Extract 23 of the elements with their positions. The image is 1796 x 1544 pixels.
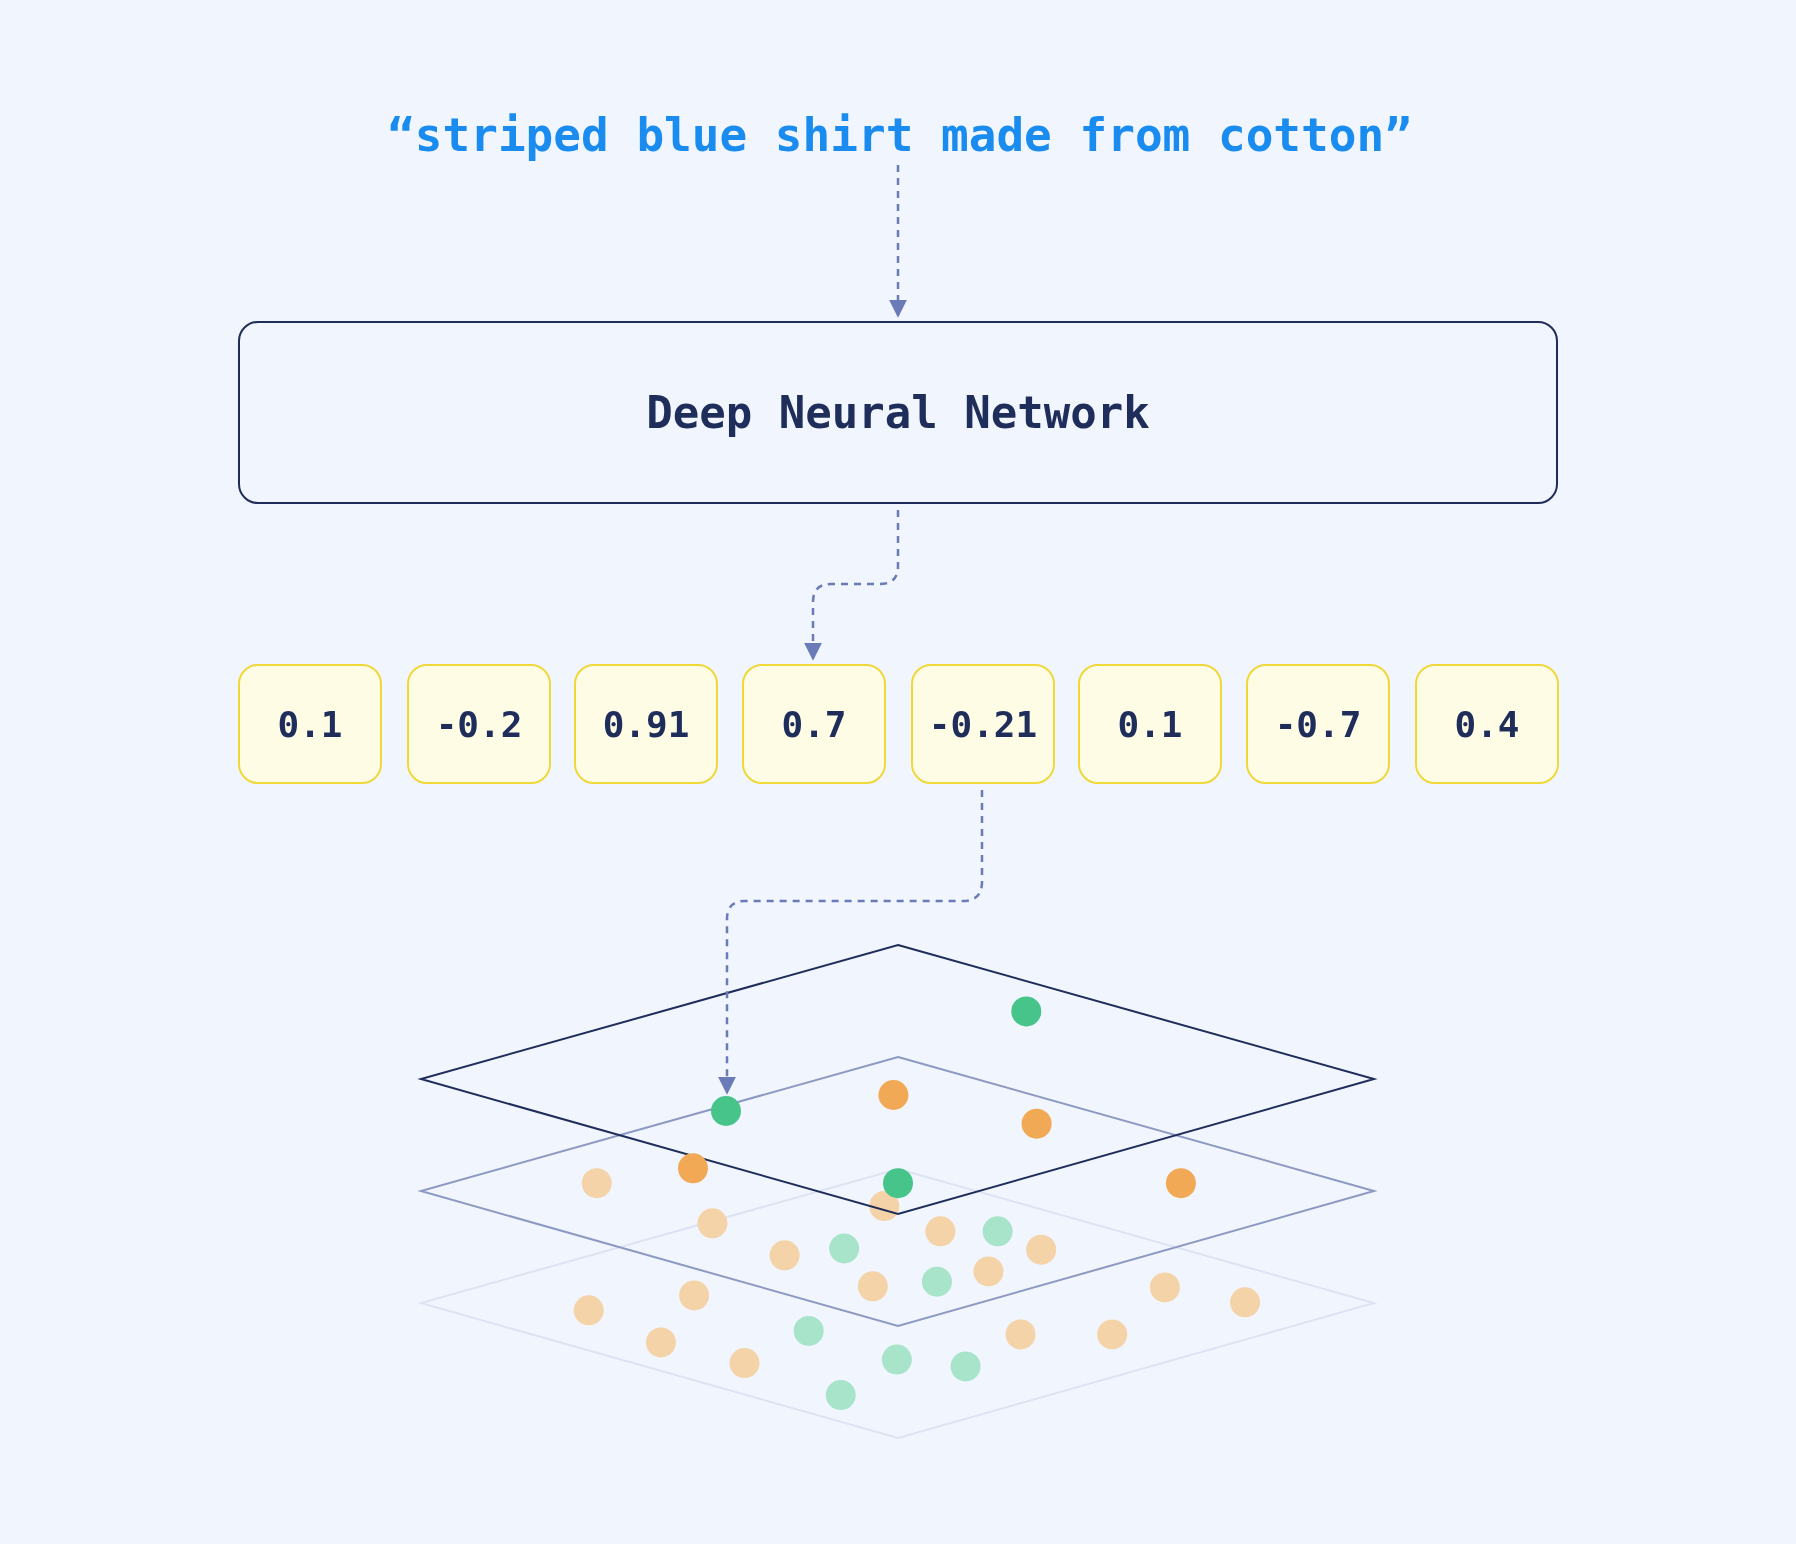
vector-value: 0.7 [781, 703, 847, 745]
vector-value-box [1415, 664, 1559, 784]
vector-value-box [407, 664, 551, 784]
quote-text: “striped blue shirt made from cotton” [372, 95, 1427, 175]
arrow [718, 790, 984, 1095]
network-box [238, 321, 1558, 504]
vector-value: 0.91 [602, 703, 690, 745]
vector-value-box [742, 664, 886, 784]
vector-value-box [1078, 664, 1222, 784]
network-label: Deep Neural Network [646, 387, 1150, 438]
vector-value: -0.2 [435, 703, 523, 745]
vector-value: -0.7 [1274, 703, 1362, 745]
vector-value: 0.1 [277, 703, 343, 745]
vector-value-box [1246, 664, 1390, 784]
vector-value-box [574, 664, 718, 784]
arrow [889, 165, 907, 318]
vector-value: 0.4 [1454, 703, 1520, 745]
arrow [804, 510, 900, 661]
embedding-point [711, 1096, 741, 1126]
vector-value: 0.1 [1117, 703, 1183, 745]
vector-value-box [238, 664, 382, 784]
vector-value-box [911, 664, 1055, 784]
vector-value: -0.21 [928, 703, 1038, 745]
